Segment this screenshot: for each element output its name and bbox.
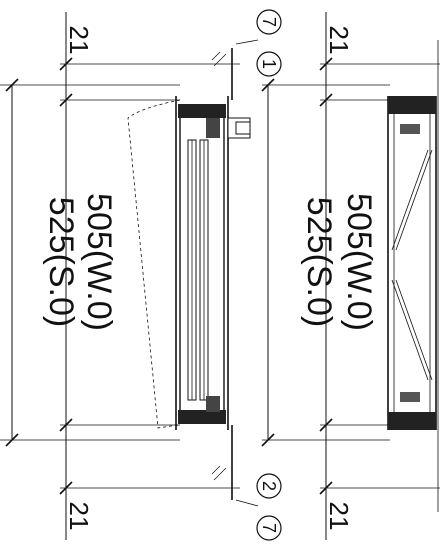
top-profile-detail (206, 118, 220, 138)
element (211, 51, 227, 481)
tick-mark (5, 433, 19, 447)
hatch (211, 51, 221, 61)
sash-box (179, 111, 225, 413)
dim-label-21-top-right: 21 (324, 26, 354, 55)
tick-mark (261, 78, 275, 92)
dim-label-21-bottom-right: 21 (324, 502, 354, 531)
dim-label-525-right: 525(S.0) (300, 197, 338, 327)
dim-label-505-left: 505(W.0) (80, 193, 118, 331)
tick-mark (59, 93, 73, 107)
outer-bottom-block (388, 412, 436, 430)
top-profile (178, 104, 226, 118)
callout-bubble-bottom-2 (256, 515, 282, 541)
callouts-bottom: 2 7 (235, 473, 282, 541)
callout-bottom-label-2: 7 (259, 523, 279, 533)
element (235, 121, 251, 135)
element (400, 124, 420, 134)
tick-mark (319, 57, 333, 71)
tick-mark (5, 78, 19, 92)
tick-mark (319, 481, 333, 495)
element (400, 392, 420, 402)
tick-mark (261, 433, 275, 447)
left-dimension-chain: 525(S.0) 505(W.0) 21 21 (0, 12, 240, 540)
callout-bubble-top-1 (256, 9, 282, 35)
callout-top-label-1: 7 (259, 17, 279, 27)
ext-line (395, 149, 433, 251)
callout-leader-bottom (235, 499, 259, 507)
sash-swing-outline (127, 99, 181, 429)
brace-top (391, 149, 429, 251)
bottom-profile (178, 410, 226, 424)
outer-frame-section (387, 40, 439, 512)
dim-label-505-right: 505(W.0) (340, 193, 378, 331)
tick-mark (59, 418, 73, 432)
dim-label-21-bottom-left: 21 (64, 502, 94, 531)
hatch (213, 467, 227, 481)
window-frame-section (127, 48, 251, 500)
callouts-top: 7 1 (235, 9, 282, 77)
ext-line (395, 279, 433, 381)
dim-label-525-left: 525(S.0) (42, 197, 80, 327)
callout-leader-top (235, 39, 259, 45)
callout-top-label-2: 1 (259, 59, 279, 69)
tick-mark (59, 481, 73, 495)
tick-mark (319, 418, 333, 432)
hatch (211, 465, 221, 475)
callout-bubble-top-2 (256, 51, 282, 77)
outer-top-block (388, 96, 436, 114)
callout-bubble-bottom-1 (256, 473, 282, 499)
dim-label-21-top-left: 21 (64, 26, 94, 55)
callout-bottom-label-1: 2 (259, 481, 279, 491)
right-dimension-chain: 525(S.0) 505(W.0) 21 21 (261, 12, 440, 540)
hatch (213, 53, 227, 67)
brace-bottom (391, 279, 429, 381)
tick-mark (59, 57, 73, 71)
tick-mark (319, 93, 333, 107)
bottom-profile-detail (206, 396, 220, 412)
